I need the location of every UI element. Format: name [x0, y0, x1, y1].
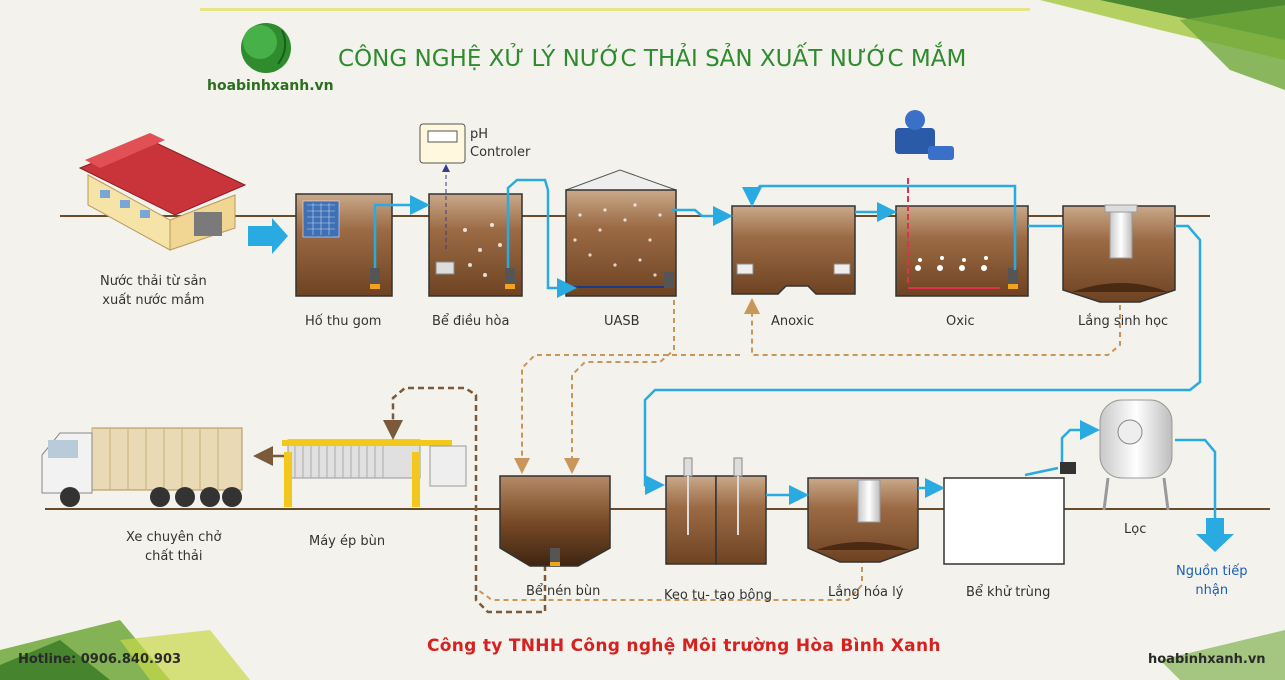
label-ph-controller: pH Controler [470, 127, 531, 160]
label-receiver: Nguồn tiếp nhận [1176, 564, 1248, 598]
oxic-tank [895, 178, 1029, 297]
label-press: Máy ép bùn [309, 534, 386, 549]
bio-settling-tank [1062, 204, 1176, 303]
sludge-thickener [499, 475, 611, 567]
label-chem-settling: Lắng hóa lý [828, 585, 904, 600]
label-source: Nước thải từ sản xuất nước mắm [100, 274, 207, 308]
discharge-arrow-icon [1196, 518, 1234, 552]
label-coagulation: Keo tụ- tạo bông [664, 588, 772, 603]
label-bio-settling: Lắng sinh học [1078, 314, 1169, 329]
filter-press-icon [282, 439, 467, 507]
inflow-arrow-icon [248, 218, 288, 254]
sludge-lines [477, 298, 1121, 601]
factory-icon [78, 133, 247, 251]
label-uasb: UASB [604, 314, 640, 329]
anoxic-tank [731, 205, 856, 295]
sludge-return-line [383, 386, 547, 614]
label-anoxic: Anoxic [771, 314, 815, 329]
equalization-tank [428, 193, 523, 297]
disinfection-tank [943, 477, 1065, 565]
ph-controller-icon [419, 123, 466, 250]
brand-name: hoabinhxanh.vn [207, 78, 334, 94]
label-filter: Lọc [1124, 522, 1147, 537]
uasb-reactor [565, 169, 677, 297]
collection-pit [295, 193, 393, 297]
water-lines-top [373, 178, 1202, 495]
coagulation-tanks [665, 457, 767, 565]
hotline: Hotline: 0906.840.903 [18, 652, 182, 667]
label-equalization: Bể điều hòa [432, 314, 510, 329]
air-blower-icon [895, 110, 954, 160]
label-truck: Xe chuyên chở chất thải [126, 530, 222, 564]
label-disinfection: Bể khử trùng [966, 585, 1051, 600]
page-title: CÔNG NGHỆ XỬ LÝ NƯỚC THẢI SẢN XUẤT NƯỚC … [338, 46, 967, 72]
label-thickener: Bể nén bùn [526, 584, 601, 599]
website: hoabinhxanh.vn [1148, 652, 1266, 667]
chem-settling-tank [807, 477, 919, 563]
truck-icon [41, 427, 243, 507]
filter-vessel-icon [1060, 399, 1173, 511]
company-name: Công ty TNHH Công nghệ Môi trường Hòa Bì… [427, 636, 941, 656]
label-oxic: Oxic [946, 314, 975, 329]
logo-icon [241, 23, 291, 73]
water-lines-bottom [766, 420, 1217, 518]
label-collection-pit: Hố thu gom [305, 314, 382, 329]
